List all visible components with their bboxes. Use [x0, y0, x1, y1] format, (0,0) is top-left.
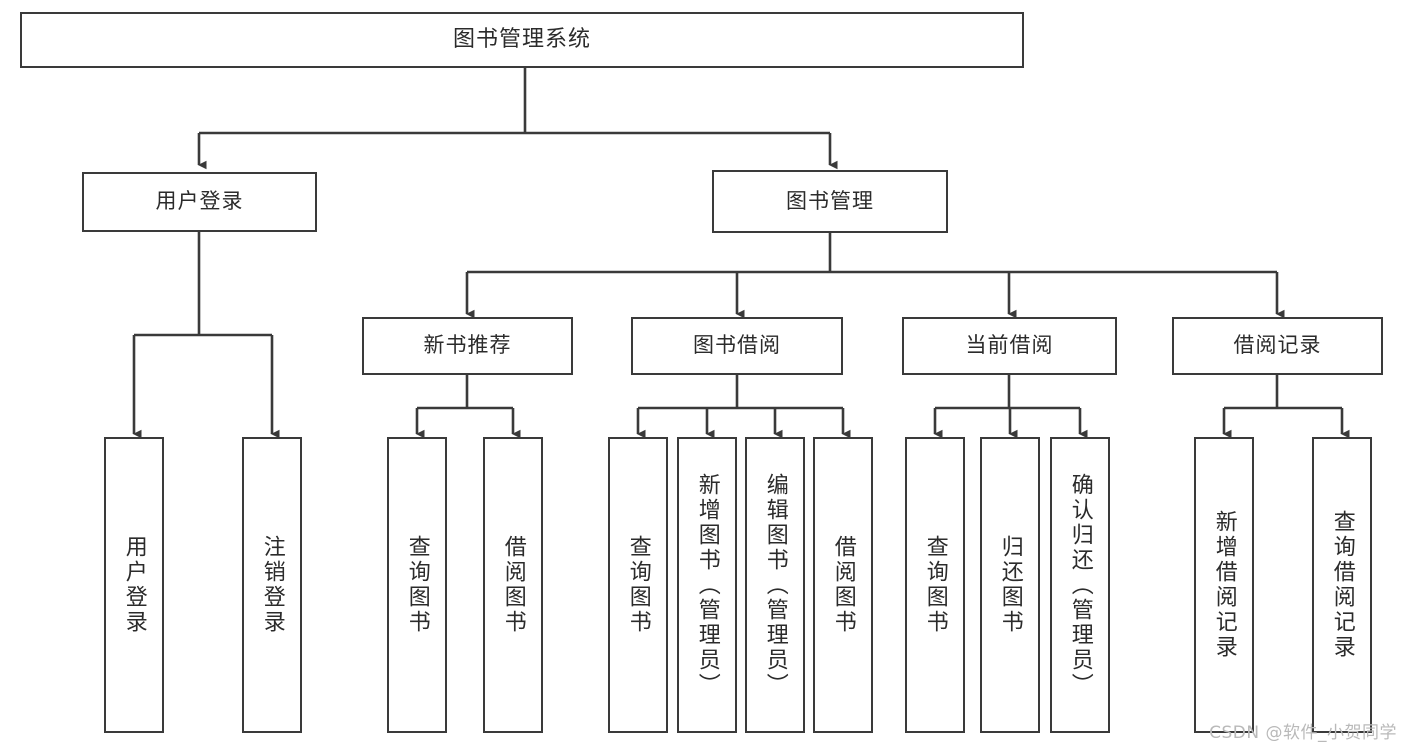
node-label: 新增借阅记录 [1211, 510, 1237, 660]
node-label: 注销登录 [259, 535, 285, 635]
node-label: 归还图书 [997, 535, 1023, 635]
leaf-borrow-query-book[interactable]: 查询图书 [608, 437, 668, 733]
leaf-borrow-add-book-admin[interactable]: 新增图书（管理员） [677, 437, 737, 733]
node-label: 图书管理 [786, 188, 874, 213]
leaf-current-confirm-return-admin[interactable]: 确认归还（管理员） [1050, 437, 1110, 733]
node-label: 新书推荐 [423, 333, 512, 358]
leaf-recommend-query-book[interactable]: 查询图书 [387, 437, 447, 733]
node-borrow-records[interactable]: 借阅记录 [1172, 317, 1383, 375]
node-new-book-recommend[interactable]: 新书推荐 [362, 317, 573, 375]
node-user-login[interactable]: 用户登录 [82, 172, 317, 232]
node-label: 借阅图书 [500, 535, 526, 635]
node-label: 图书管理系统 [452, 26, 591, 52]
node-label: 当前借阅 [965, 333, 1054, 358]
leaf-borrow-borrow-book[interactable]: 借阅图书 [813, 437, 873, 733]
node-book-management[interactable]: 图书管理 [712, 170, 948, 233]
node-current-borrow[interactable]: 当前借阅 [902, 317, 1117, 375]
leaf-borrow-edit-book-admin[interactable]: 编辑图书（管理员） [745, 437, 805, 733]
leaf-records-query-record[interactable]: 查询借阅记录 [1312, 437, 1372, 733]
node-label: 确认归还（管理员） [1067, 472, 1093, 698]
node-label: 用户登录 [155, 189, 244, 214]
node-label: 借阅图书 [830, 535, 856, 635]
leaf-user-login[interactable]: 用户登录 [104, 437, 164, 733]
leaf-records-add-record[interactable]: 新增借阅记录 [1194, 437, 1254, 733]
node-label: 查询图书 [922, 535, 948, 635]
node-label: 借阅记录 [1233, 333, 1322, 358]
node-label: 用户登录 [121, 535, 147, 635]
node-label: 查询图书 [625, 535, 651, 635]
watermark: CSDN @软件_小贺同学 [1209, 723, 1397, 743]
node-book-borrow[interactable]: 图书借阅 [631, 317, 843, 375]
node-label: 查询图书 [404, 535, 430, 635]
leaf-recommend-borrow-book[interactable]: 借阅图书 [483, 437, 543, 733]
node-root-system[interactable]: 图书管理系统 [20, 12, 1024, 68]
node-label: 查询借阅记录 [1329, 510, 1355, 660]
node-label: 新增图书（管理员） [694, 472, 720, 698]
node-label: 编辑图书（管理员） [762, 472, 788, 698]
leaf-logout[interactable]: 注销登录 [242, 437, 302, 733]
node-label: 图书借阅 [693, 333, 781, 358]
leaf-current-query-book[interactable]: 查询图书 [905, 437, 965, 733]
leaf-current-return-book[interactable]: 归还图书 [980, 437, 1040, 733]
